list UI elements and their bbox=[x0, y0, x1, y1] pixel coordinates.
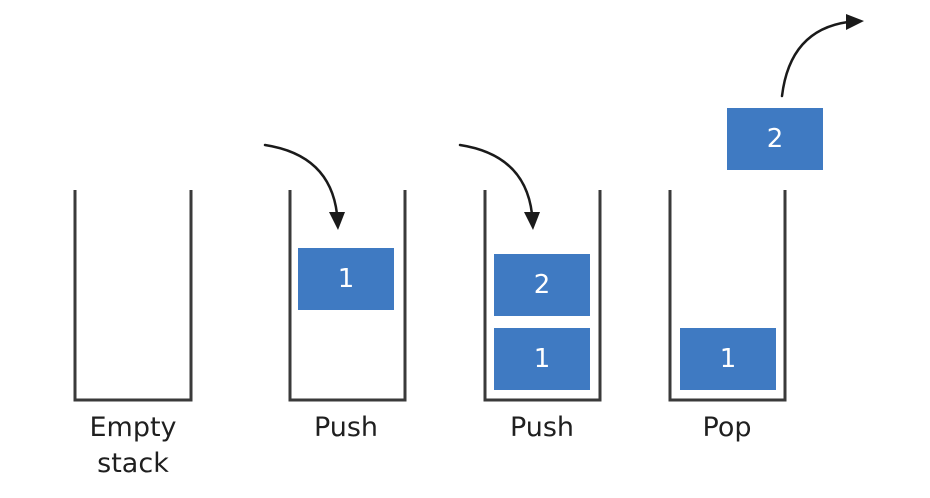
stack-block-rect bbox=[494, 254, 590, 316]
push-arrow bbox=[458, 143, 540, 230]
stack-container bbox=[288, 190, 407, 402]
stack-block: 1 bbox=[298, 248, 394, 310]
stage-caption-line: Pop bbox=[703, 412, 752, 443]
push-arrow-curve bbox=[263, 143, 339, 216]
push-arrow-head bbox=[524, 212, 540, 230]
stage-caption-line: stack bbox=[97, 448, 169, 479]
push-arrow-head bbox=[329, 212, 345, 230]
stack-block-rect bbox=[494, 328, 590, 390]
stack-block: 1 bbox=[680, 328, 776, 390]
stage-push-second: 2 1 Push bbox=[458, 143, 602, 443]
stack-block-label: 1 bbox=[338, 264, 355, 294]
stack-block-rect bbox=[298, 248, 394, 310]
stage-empty-stack: Empty stack bbox=[73, 190, 193, 479]
stack-container bbox=[668, 190, 787, 402]
pop-arrow-head bbox=[846, 14, 864, 30]
stack-block: 2 bbox=[494, 254, 590, 316]
stack-block-label: 2 bbox=[534, 270, 551, 300]
push-arrow-curve bbox=[458, 143, 534, 216]
stack-block-label: 1 bbox=[534, 344, 551, 374]
pop-arrow bbox=[780, 14, 864, 98]
stage-caption-line: Empty bbox=[89, 412, 176, 443]
push-arrow bbox=[263, 143, 345, 230]
stack-block-rect bbox=[680, 328, 776, 390]
pop-arrow-curve bbox=[780, 20, 850, 98]
stack-container bbox=[73, 190, 193, 402]
popped-block: 2 bbox=[727, 108, 823, 170]
popped-block-label: 2 bbox=[767, 124, 784, 154]
popped-block-rect bbox=[727, 108, 823, 170]
stage-push-first: 1 Push bbox=[263, 143, 407, 443]
stack-container bbox=[483, 190, 602, 402]
stage-caption-line: Push bbox=[510, 412, 574, 443]
stack-block: 1 bbox=[494, 328, 590, 390]
stage-pop: 1 2 Pop bbox=[668, 14, 864, 443]
stack-block-label: 1 bbox=[720, 344, 737, 374]
stage-caption-line: Push bbox=[314, 412, 378, 443]
